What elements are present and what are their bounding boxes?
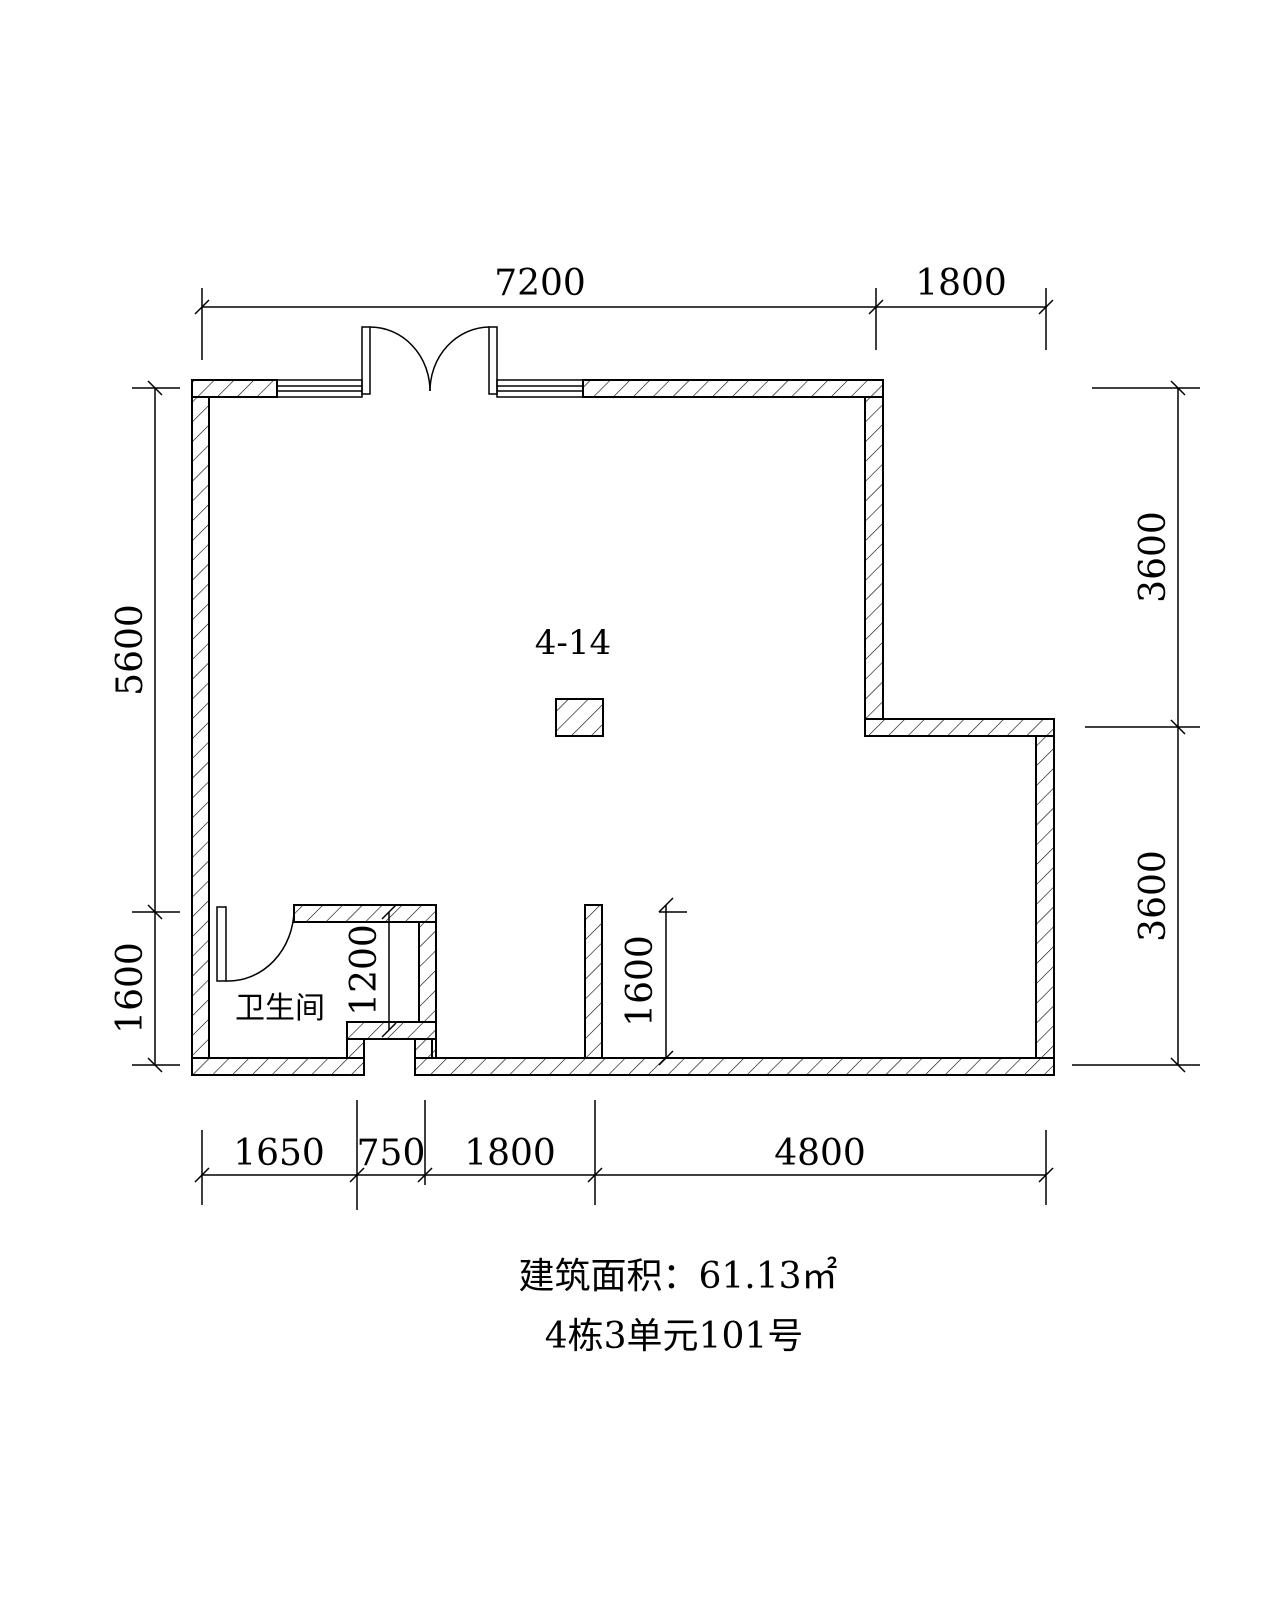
dim-bath-1200: 1200 [344,924,385,1016]
unit-label: 4-14 [535,623,611,663]
dim-left-1600: 1600 [110,942,151,1034]
top-wall-left [191,379,278,398]
window-top-left [276,379,363,398]
dim-left-5600: 5600 [110,604,151,696]
dim-bottom-1800: 1800 [464,1133,556,1174]
walls [191,379,1055,1076]
column [555,698,604,737]
bathroom-door [216,906,295,982]
dim-bottom-4800: 4800 [774,1133,866,1174]
top-wall-right [582,379,884,398]
entrance-double-door [361,326,498,395]
bath-top-wall [293,904,437,923]
dim-bottom-750: 750 [357,1133,426,1174]
dim-bottom-1650: 1650 [233,1133,325,1174]
bottom-wall-right [414,1057,1055,1076]
window-top-right [496,379,584,398]
dim-right-3600-lower: 3600 [1133,850,1174,942]
dim-right-3600-upper: 3600 [1133,511,1174,603]
dim-inner-1600: 1600 [620,935,661,1027]
bottom-wall-left [191,1057,365,1076]
dimension-lines [132,288,1200,1210]
bath-notch-wall [346,1021,437,1040]
partition-wall [584,904,603,1059]
left-wall [191,396,210,1076]
dim-top-1800: 1800 [915,263,1007,304]
dim-top-7200: 7200 [494,263,586,304]
area-caption: 建筑面积：61.13㎡ [518,1255,837,1297]
step-wall [864,718,1055,737]
right-upper-wall [864,396,884,720]
bathroom-label: 卫生间 [235,991,325,1026]
address-caption: 4栋3单元101号 [545,1316,804,1357]
